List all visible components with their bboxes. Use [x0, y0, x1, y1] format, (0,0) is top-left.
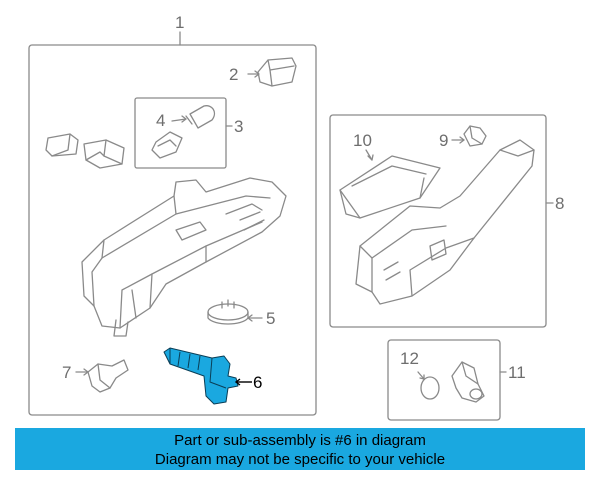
switch-left-a	[45, 133, 79, 157]
part-9-clip	[451, 125, 487, 147]
diagram-canvas	[28, 31, 554, 421]
banner-line-1: Part or sub-assembly is #6 in diagram	[174, 432, 426, 449]
group-box-11	[387, 339, 501, 421]
callout-4: 4	[156, 111, 166, 130]
callout-2: 2	[229, 65, 239, 84]
part-7-latch	[75, 359, 129, 393]
callout-1: 1	[175, 13, 185, 32]
group-box-8	[329, 114, 547, 328]
info-banner: Part or sub-assembly is #6 in diagram Di…	[15, 428, 585, 470]
callout-11: 11	[508, 363, 526, 382]
part-4-socket	[151, 131, 183, 159]
callout-10: 10	[353, 131, 372, 150]
callout-6: 6	[253, 373, 263, 392]
group-box-1	[28, 44, 317, 416]
switch-left-b	[83, 139, 125, 169]
part-12-plug	[417, 371, 440, 400]
part-1-glove-box-bin	[81, 177, 287, 337]
banner-line-2: Diagram may not be specific to your vehi…	[154, 451, 446, 468]
group-box-3	[134, 97, 227, 169]
part-8-glove-door	[355, 139, 535, 305]
callout-9: 9	[439, 131, 449, 150]
part-5-damper	[207, 299, 263, 325]
callout-7: 7	[62, 363, 72, 382]
part-4-bulb	[171, 105, 216, 129]
callout-8: 8	[555, 194, 565, 213]
callout-5: 5	[266, 309, 276, 328]
leader-6	[234, 378, 252, 386]
part-10-tray	[339, 149, 441, 219]
part-6-highlighted-lamp	[163, 347, 239, 405]
callout-3: 3	[234, 117, 244, 136]
part-11-bushing	[451, 361, 485, 403]
callout-12: 12	[400, 349, 419, 368]
part-2-clip	[247, 57, 297, 87]
